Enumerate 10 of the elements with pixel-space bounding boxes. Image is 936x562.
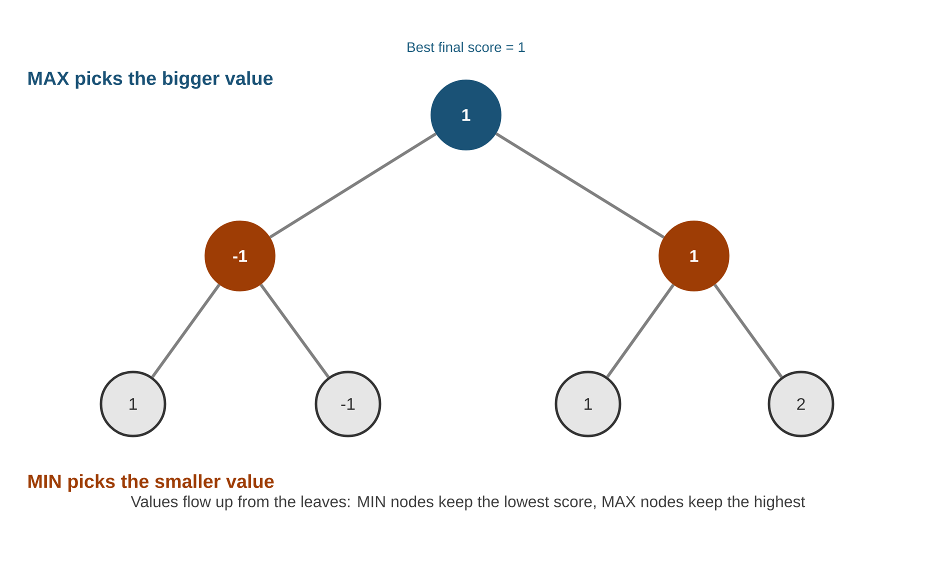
connector-line [714, 284, 783, 378]
connector-line [269, 132, 437, 239]
heading-text: MIN picks the smaller value [28, 474, 274, 492]
connector-line [495, 132, 665, 239]
connector-line [260, 284, 330, 378]
caption-text: Values flow up from the leaves: MIN nodes keep the lowest score, MAX nodes keep the highest [130, 496, 806, 510]
connector-line [151, 284, 220, 378]
title: Best final score = 1 [408, 42, 525, 52]
heading-text: MAX picks the bigger value [28, 71, 273, 89]
connector-line [606, 284, 675, 378]
